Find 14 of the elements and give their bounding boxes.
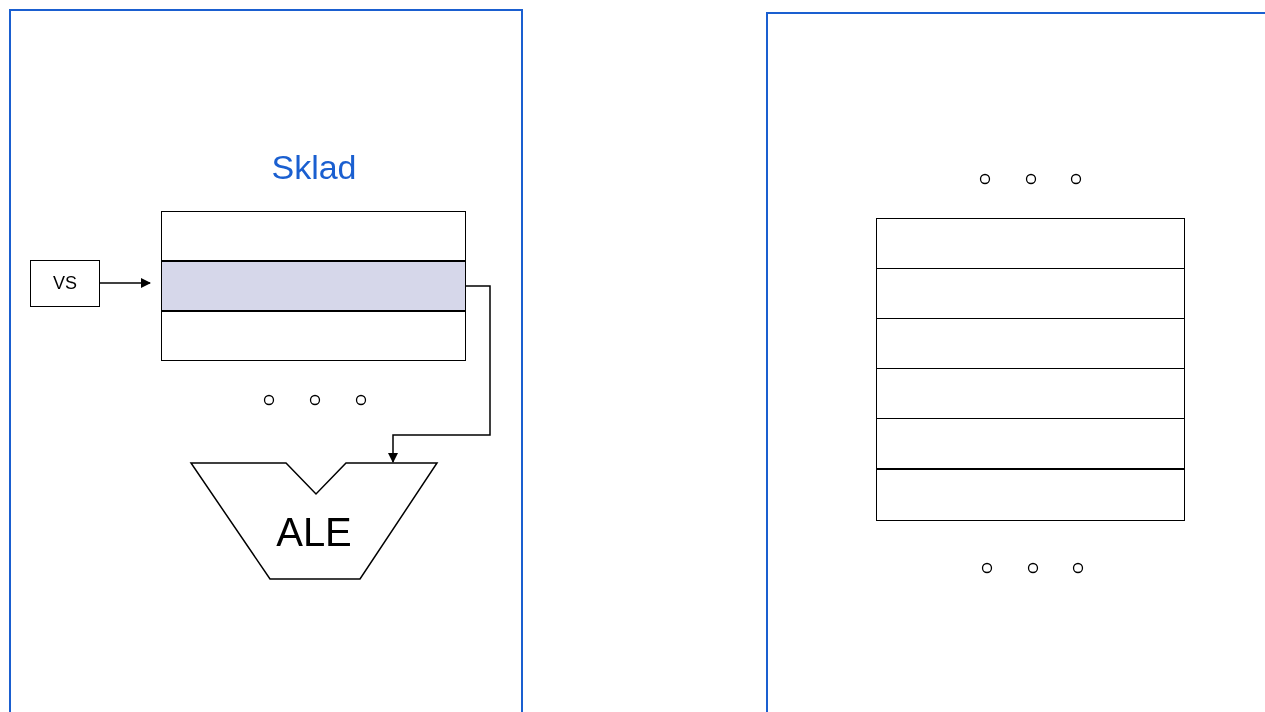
stack-row [876, 318, 1185, 369]
stack-row [876, 469, 1185, 521]
stack-row [161, 311, 466, 361]
stack-row [876, 268, 1185, 319]
stack-row [876, 218, 1185, 269]
alu-label: ALE [276, 510, 352, 555]
stack-row [876, 368, 1185, 419]
stack-row [161, 261, 466, 311]
register-box: VS [30, 260, 100, 307]
arrow [388, 285, 491, 463]
stack-row [876, 418, 1185, 469]
stack-title: Sklad [271, 148, 357, 187]
arrow [99, 278, 151, 288]
stack-row [161, 211, 466, 261]
